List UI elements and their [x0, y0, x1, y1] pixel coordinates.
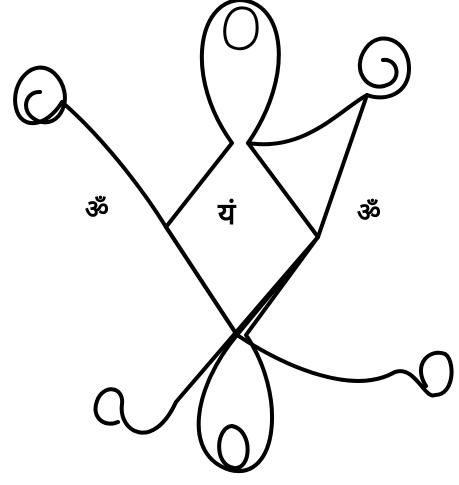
top-loop-curve: [166, 0, 318, 237]
yam-syllable-center: यं: [217, 197, 237, 232]
om-symbol-right: ॐ: [357, 198, 381, 228]
om-symbol-left: ॐ: [85, 195, 109, 225]
top-inner-circle: [225, 8, 257, 49]
bottom-inner-ring: [219, 426, 248, 468]
right-diagonal-spiral-curve: [95, 38, 409, 432]
